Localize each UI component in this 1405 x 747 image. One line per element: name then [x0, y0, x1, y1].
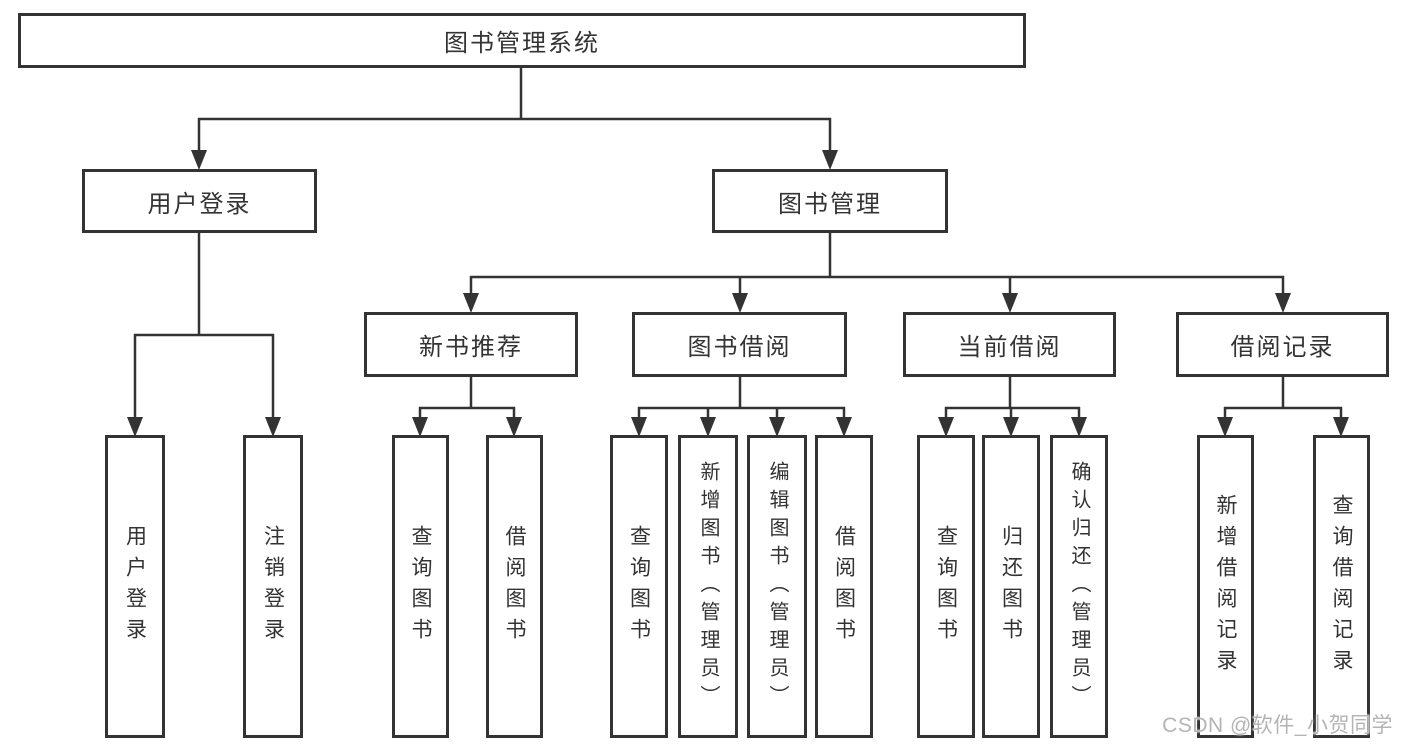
node-label: 用户登录 [147, 190, 252, 218]
node-book-borrowing: 图书借阅 [632, 312, 847, 377]
node-br-query-record: 查询借阅记录 [1313, 435, 1370, 738]
node-label: 用户登录 [123, 524, 147, 649]
node-label: 归还图书 [999, 524, 1023, 649]
node-label: 新增图书（管理员） [697, 460, 719, 713]
csdn-watermark: CSDN @软件_小贺同学 [1162, 714, 1393, 737]
node-cb-query-book: 查询图书 [917, 435, 975, 738]
node-user-login-action: 用户登录 [105, 435, 165, 738]
node-nbr-borrow-book: 借阅图书 [486, 435, 543, 738]
node-borrowing-records: 借阅记录 [1176, 312, 1389, 377]
node-label: 注销登录 [261, 524, 285, 649]
node-label: 借阅图书 [503, 524, 526, 649]
node-label: 借阅记录 [1230, 334, 1335, 361]
node-book-management: 图书管理 [712, 169, 948, 233]
node-label: 查询图书 [409, 524, 432, 649]
node-bb-edit-book-admin: 编辑图书（管理员） [747, 435, 807, 738]
node-label: 借阅图书 [832, 524, 856, 649]
node-label: 查询图书 [934, 524, 958, 649]
node-cb-confirm-return-admin: 确认归还（管理员） [1050, 435, 1108, 738]
node-nbr-query-book: 查询图书 [392, 435, 449, 738]
node-user-login-module: 用户登录 [82, 169, 317, 233]
node-label: 查询图书 [627, 524, 651, 649]
node-label: 图书管理 [778, 190, 882, 218]
node-label: 新书推荐 [419, 334, 523, 361]
node-label: 编辑图书（管理员） [766, 460, 788, 713]
node-bb-add-book-admin: 新增图书（管理员） [678, 435, 738, 738]
node-current-borrowing: 当前借阅 [903, 312, 1116, 377]
node-root-system: 图书管理系统 [18, 13, 1026, 68]
node-label: 图书管理系统 [444, 30, 600, 57]
node-bb-query-book: 查询图书 [610, 435, 668, 738]
node-label: 查询借阅记录 [1330, 493, 1353, 680]
node-cb-return-book: 归还图书 [982, 435, 1040, 738]
node-new-book-recommend: 新书推荐 [364, 312, 578, 377]
node-logout-action: 注销登录 [243, 435, 303, 738]
node-label: 当前借阅 [957, 334, 1062, 361]
node-bb-borrow-book: 借阅图书 [815, 435, 873, 738]
node-label: 新增借阅记录 [1214, 493, 1237, 680]
node-label: 图书借阅 [687, 334, 792, 361]
node-label: 确认归还（管理员） [1068, 460, 1090, 713]
node-br-add-record: 新增借阅记录 [1197, 435, 1254, 738]
